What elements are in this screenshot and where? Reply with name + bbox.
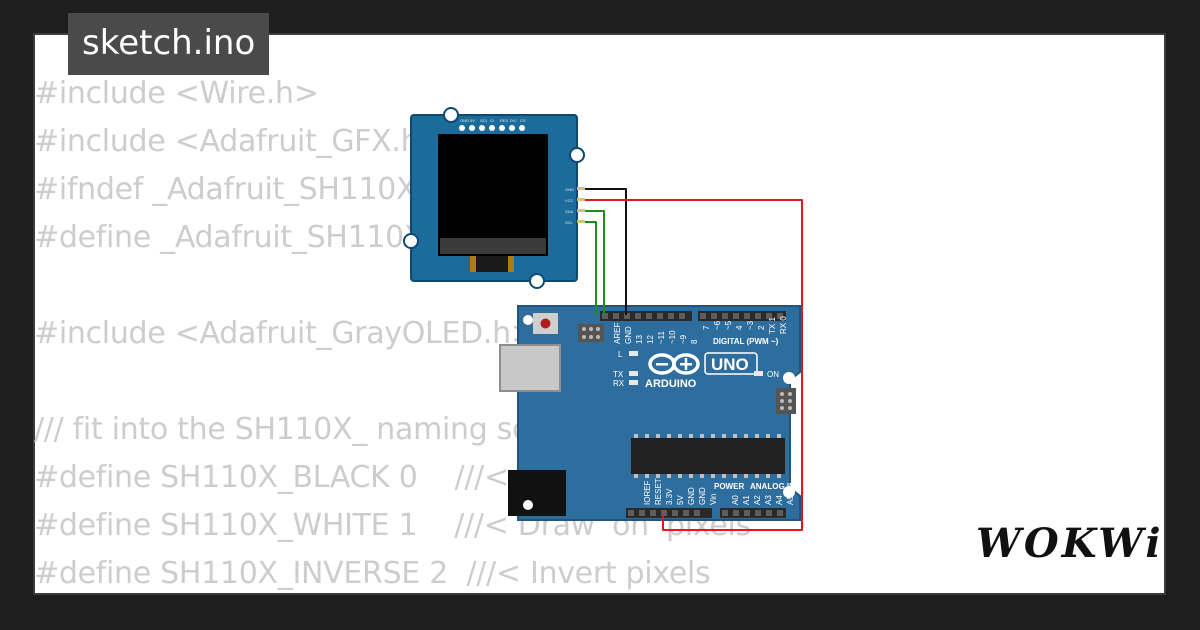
power-label: POWER — [714, 482, 744, 491]
atmega-chip — [631, 438, 785, 474]
pin-label: GND — [687, 487, 696, 505]
pin-label: A3 — [764, 495, 773, 505]
pin-label: RX 0 — [779, 316, 788, 334]
usb-port — [499, 344, 561, 392]
led-label: TX — [613, 370, 624, 379]
tx-led — [629, 371, 638, 376]
code-line: /// fit into the SH110X_ naming scheme — [34, 412, 613, 447]
code-line: #include <Wire.h> — [34, 76, 319, 111]
oled-pin-label: SCL — [565, 220, 574, 225]
pin-label: ~5 — [724, 320, 733, 330]
led-label: L — [618, 350, 623, 359]
pin-label: A4 — [775, 495, 784, 505]
wire-scl — [585, 221, 597, 315]
arduino-uno-board[interactable]: AREF GND 13 12 ~11 ~10 ~9 8 7 ~6 ~5 4 ~3… — [499, 305, 801, 521]
digital-header-right — [698, 311, 786, 321]
arduino-infinity-logo — [648, 353, 700, 375]
power-header — [626, 508, 712, 518]
file-tab[interactable]: sketch.ino — [68, 13, 270, 75]
oled-pin-label: SCL — [480, 118, 489, 123]
on-led — [754, 371, 763, 376]
oled-display-module[interactable]: GND 5V SCL SI RES D/C CS GND VCC SDA SCL — [403, 107, 585, 289]
code-line: #ifndef _Adafruit_SH110X_H — [34, 172, 454, 207]
oled-pin-label: VCC — [565, 198, 574, 203]
oled-pin-label: D/C — [510, 118, 517, 123]
wires — [585, 188, 803, 531]
digital-label: DIGITAL (PWM ~) — [713, 337, 779, 346]
oled-pin-label: 5V — [470, 118, 475, 123]
pin-label: ~11 — [657, 330, 666, 344]
analog-label: ANALOG IN — [750, 482, 795, 491]
uno-text: UNO — [711, 355, 749, 374]
oled-pin-label: RES — [500, 118, 509, 123]
wokwi-logo: WOKWi — [976, 520, 1164, 567]
pin-label: GND — [698, 487, 707, 505]
pin-label: A1 — [742, 495, 751, 505]
power-jack — [508, 470, 566, 516]
pin-label: IOREF — [643, 480, 652, 505]
oled-pin-label: GND — [565, 187, 574, 192]
pin-label: ~6 — [713, 320, 722, 330]
wire-vcc — [585, 199, 803, 531]
pin-label: 7 — [702, 325, 711, 330]
pin-label: A5 — [786, 495, 795, 505]
code-line: #include <Adafruit_GrayOLED.h> — [34, 316, 536, 351]
led-label: ON — [767, 370, 779, 379]
pin-label: A0 — [731, 495, 740, 505]
rx-led — [629, 380, 638, 385]
pin-label: TX 1 — [768, 317, 777, 334]
oled-pin-label: SDA — [565, 209, 574, 214]
pin-label: AREF — [613, 323, 622, 344]
oled-pin-label: CS — [520, 118, 526, 123]
pin-label: 4 — [735, 325, 744, 330]
oled-pin-label: SI — [490, 118, 494, 123]
pin-label: GND — [624, 326, 633, 344]
led-label: RX — [613, 379, 625, 388]
pin-label: ~9 — [679, 334, 688, 344]
pin-label: 13 — [635, 335, 644, 344]
pin-label: 3.3V — [665, 488, 674, 505]
pin-label: ~3 — [746, 320, 755, 330]
pin-label: 5V — [676, 495, 685, 505]
wire-sda — [585, 210, 605, 315]
pin-label: 2 — [757, 325, 766, 330]
pin-label: RESET — [654, 478, 663, 505]
pin-label: 12 — [646, 335, 655, 344]
code-line: #define SH110X_INVERSE 2 ///< Invert pix… — [34, 556, 711, 591]
pin-label: ~10 — [668, 330, 677, 344]
oled-screen — [438, 134, 548, 256]
wire-gnd — [585, 188, 627, 315]
arduino-brand-text: ARDUINO — [645, 378, 697, 390]
oled-pin-label: GND — [460, 118, 469, 123]
pin-label: Vin — [709, 494, 718, 505]
code-line: #include <Adafruit_GFX.h> — [34, 124, 445, 159]
analog-header — [720, 508, 786, 518]
l-led — [629, 351, 638, 356]
pin-label: 8 — [690, 339, 699, 344]
pin-label: A2 — [753, 495, 762, 505]
